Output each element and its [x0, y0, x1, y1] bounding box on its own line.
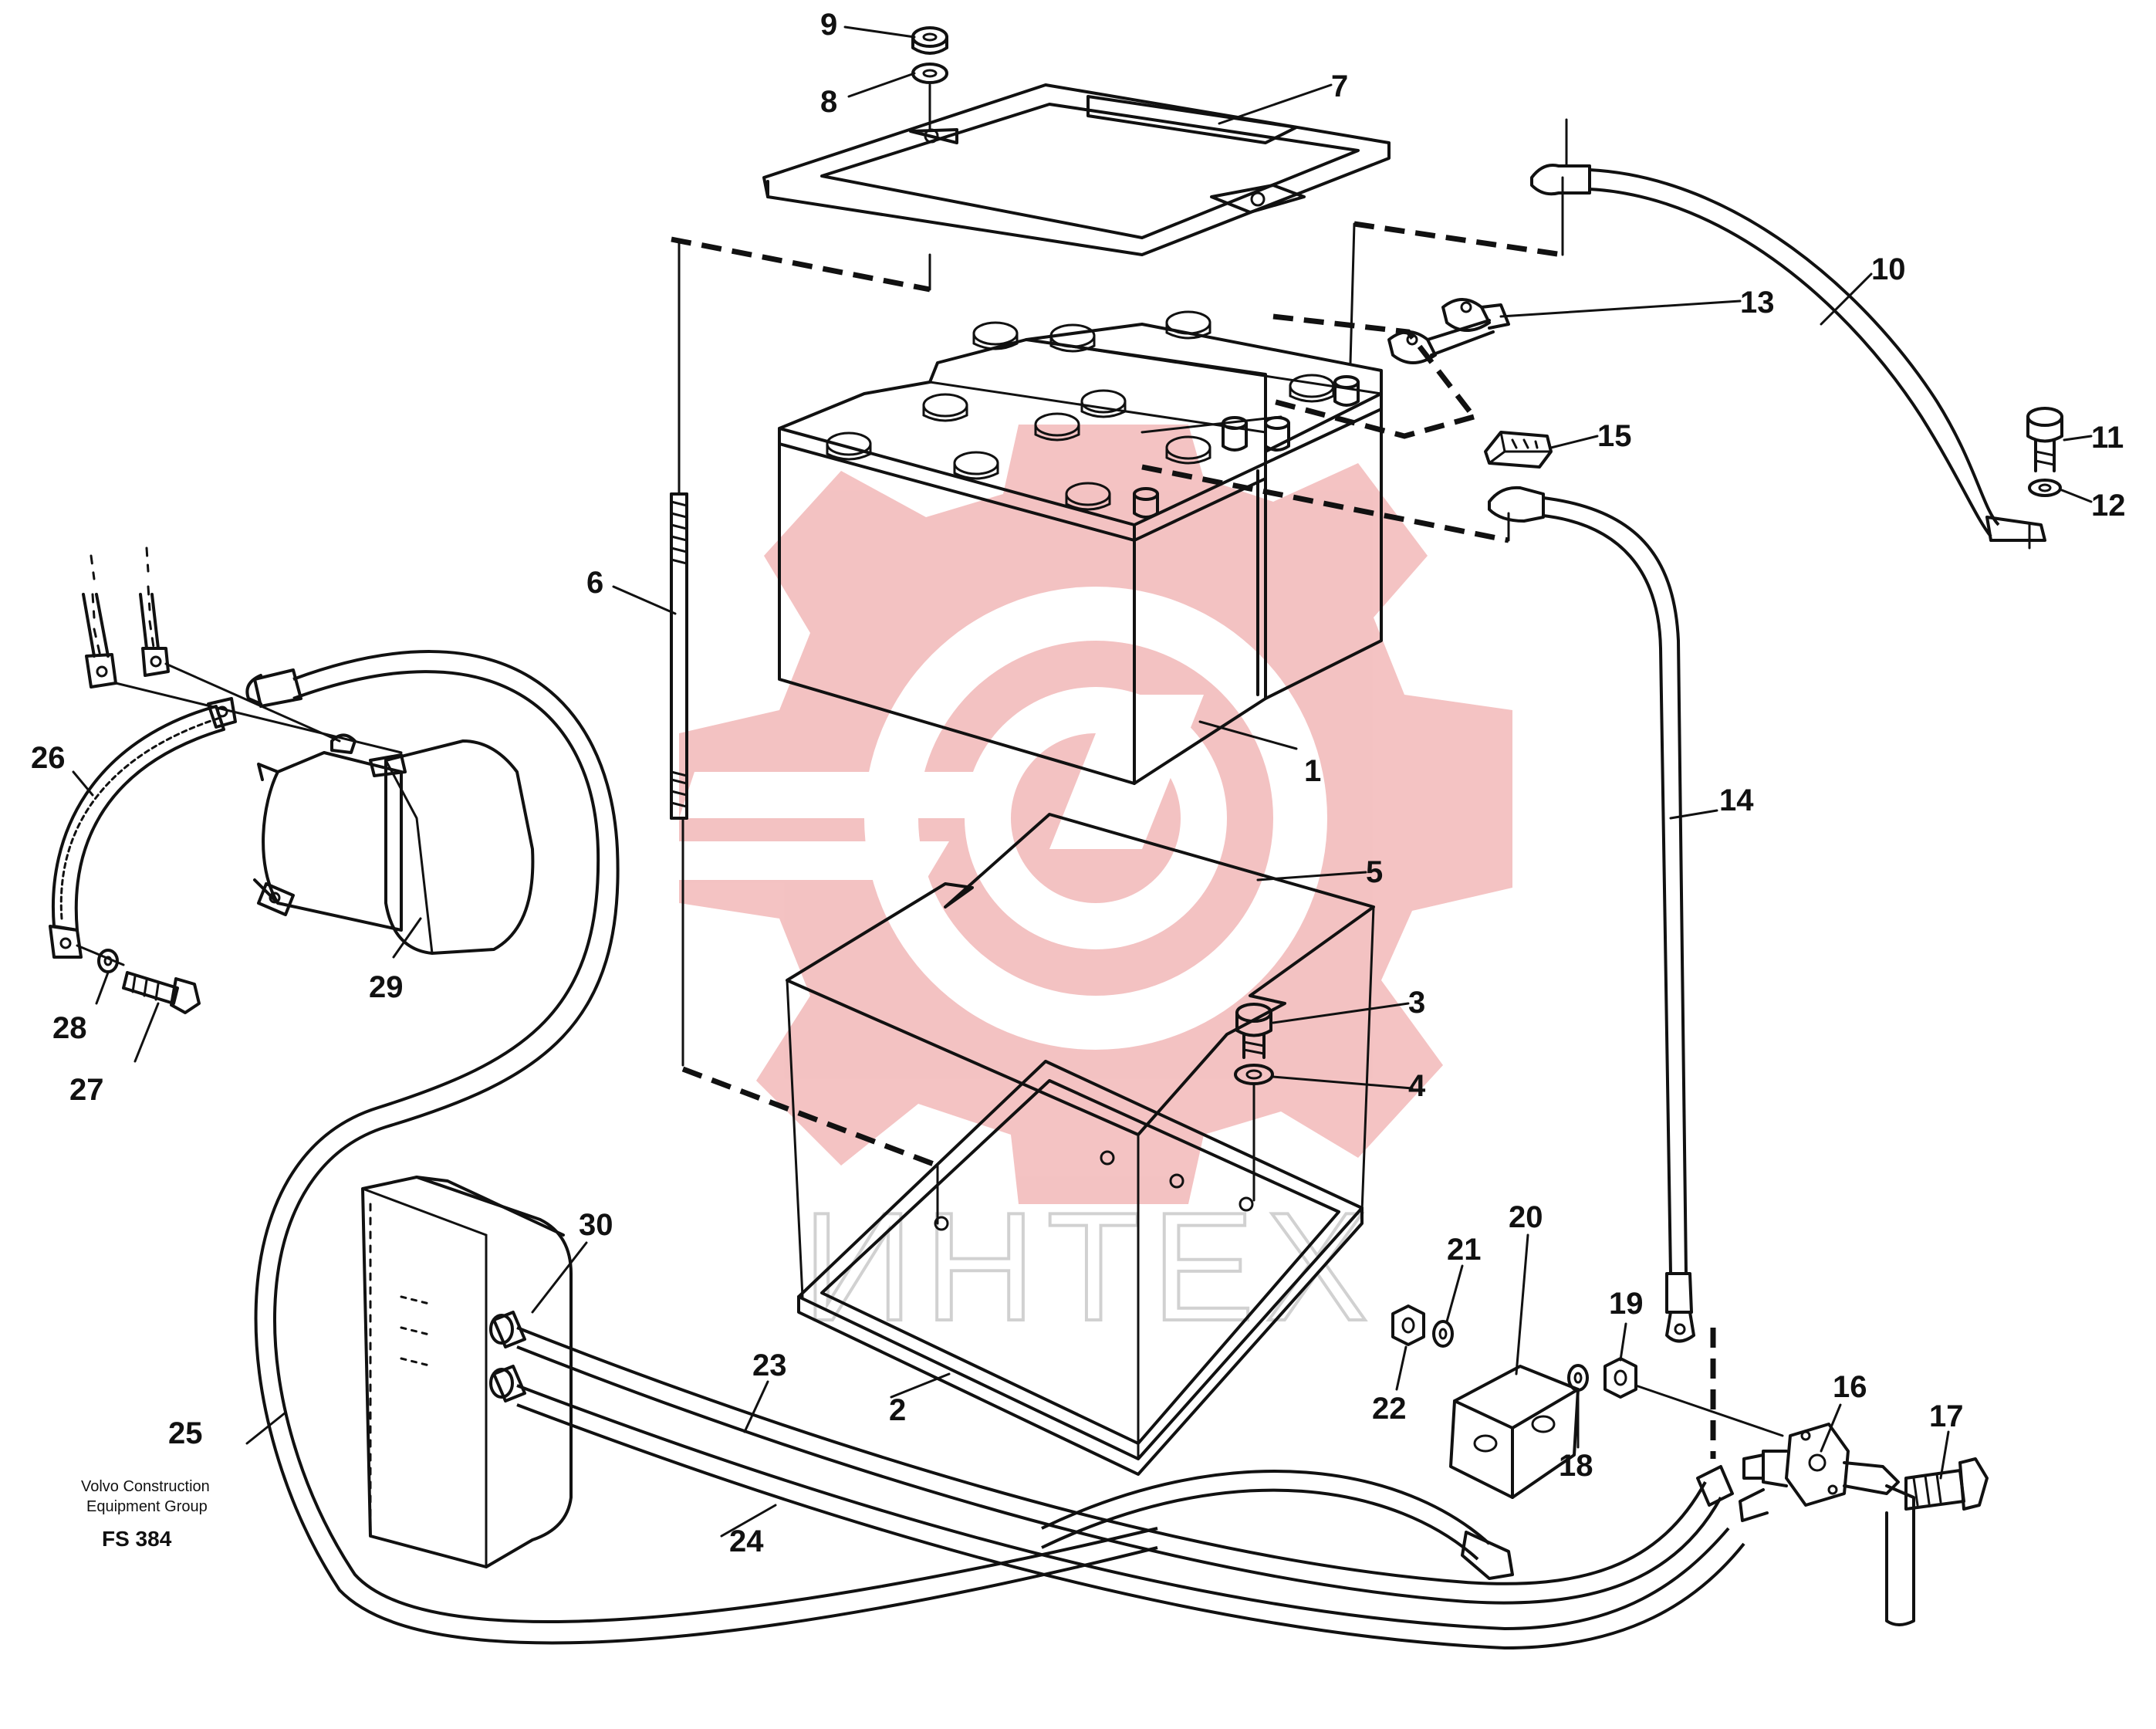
part-16-battery-disconnect-switch [1739, 1423, 1915, 1626]
part-27-bolt [122, 971, 201, 1014]
part-24-cable [516, 1384, 1745, 1650]
callout-leaders [72, 25, 2093, 1538]
part-30-cable-glands [489, 1311, 526, 1402]
part-17-bolt [1904, 1457, 1989, 1511]
callout-numbers: 1 2 3 4 5 6 7 8 9 10 11 12 13 14 15 16 1… [31, 8, 2126, 1558]
caption-line-2: Equipment Group [86, 1498, 208, 1515]
callout-30: 30 [579, 1208, 613, 1242]
component-box [361, 1176, 573, 1568]
callout-15: 15 [1597, 419, 1632, 453]
part-11-bolt [2026, 407, 2063, 472]
callout-8: 8 [820, 85, 837, 119]
callout-2: 2 [889, 1393, 906, 1427]
callout-4: 4 [1408, 1069, 1426, 1103]
cable-ends-upper-left [82, 546, 403, 754]
part-1-battery [778, 310, 1383, 785]
watermark-logo: ИНТЕХ [664, 425, 1512, 1355]
part-14-cable [1488, 486, 1695, 1343]
part-3-bolt [1235, 1003, 1272, 1059]
part-19-nut [1603, 1357, 1637, 1399]
callout-23: 23 [752, 1348, 787, 1382]
callout-11: 11 [2091, 421, 2124, 455]
callout-14: 14 [1719, 783, 1754, 817]
callout-22: 22 [1372, 1392, 1407, 1426]
callout-6: 6 [586, 566, 603, 600]
part-6-tie-rod [670, 238, 688, 820]
part-8-washer [911, 63, 948, 84]
caption-line-1: Volvo Construction [81, 1478, 210, 1495]
part-22-nut [1391, 1304, 1425, 1346]
callout-10: 10 [1871, 252, 1906, 286]
part-29-relay [253, 733, 535, 955]
callout-19: 19 [1609, 1287, 1644, 1321]
part-12-washer [2028, 479, 2062, 497]
callout-28: 28 [52, 1011, 87, 1045]
callout-27: 27 [69, 1073, 104, 1107]
callout-13: 13 [1740, 286, 1775, 320]
part-26-ground-strap [49, 697, 237, 959]
callout-16: 16 [1833, 1370, 1867, 1404]
part-9-nut [911, 26, 948, 55]
callout-17: 17 [1929, 1399, 1964, 1433]
part-21-washer [1432, 1320, 1454, 1348]
part-23-cable [516, 1326, 1734, 1605]
callout-25: 25 [168, 1416, 203, 1450]
callout-26: 26 [31, 741, 66, 775]
callout-12: 12 [2091, 489, 2126, 523]
callout-20: 20 [1509, 1200, 1543, 1234]
part-20-bracket [1449, 1365, 1580, 1499]
caption-code: FS 384 [102, 1527, 172, 1551]
part-15-terminal-cover [1484, 431, 1553, 469]
part-7-hold-down-frame [762, 83, 1391, 256]
callout-24: 24 [729, 1524, 764, 1558]
drawing-caption: Volvo Construction Equipment Group FS 38… [81, 1478, 210, 1551]
part-13-connecting-cable [1387, 298, 1510, 364]
battery-phantom-outline [786, 905, 1375, 1460]
callout-29: 29 [369, 970, 404, 1004]
callout-18: 18 [1559, 1449, 1593, 1483]
callout-5: 5 [1366, 855, 1383, 889]
part-18-washer [1567, 1364, 1589, 1392]
callout-7: 7 [1331, 69, 1348, 103]
part-25-cable [245, 650, 1514, 1645]
callout-1: 1 [1304, 754, 1321, 788]
callout-9: 9 [820, 8, 837, 42]
part-10-cable [1530, 118, 2046, 550]
callout-21: 21 [1447, 1233, 1482, 1267]
callout-3: 3 [1408, 986, 1425, 1020]
watermark-text: ИНТЕХ [803, 1181, 1379, 1353]
